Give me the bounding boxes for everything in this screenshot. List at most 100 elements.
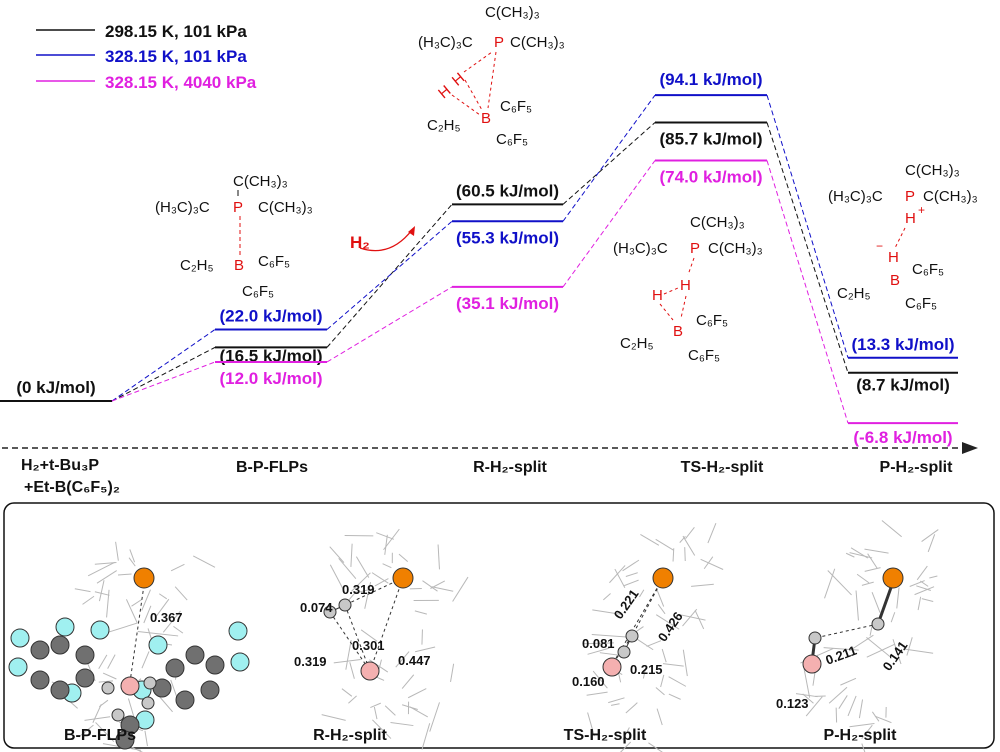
atom-H bbox=[101, 681, 115, 695]
wireframe-bond bbox=[881, 520, 902, 538]
atom-F bbox=[55, 617, 75, 637]
wireframe-bond bbox=[87, 561, 115, 577]
legend-label: 328.15 K, 4040 kPa bbox=[105, 73, 257, 92]
wireframe-bond bbox=[927, 534, 936, 553]
wireframe-bond bbox=[914, 586, 935, 596]
panel-title: B-P-FLPs bbox=[64, 727, 136, 744]
chem-label: C₂H₅ bbox=[620, 335, 654, 352]
distance-label: 0.160 bbox=[572, 674, 605, 689]
atom-H bbox=[141, 696, 155, 710]
wireframe-bond bbox=[321, 714, 346, 721]
wireframe-bond bbox=[909, 580, 925, 587]
wireframe-bond bbox=[155, 598, 170, 618]
wireframe-bond bbox=[682, 535, 696, 556]
wireframe-bond bbox=[173, 625, 184, 634]
wireframe-bond bbox=[369, 659, 389, 673]
atom-H bbox=[111, 708, 125, 722]
wireframe-bond bbox=[96, 570, 117, 584]
wireframe-bond bbox=[422, 580, 438, 592]
chem-label: (H₃C)₃C bbox=[155, 199, 210, 216]
panel-title: TS-H₂-split bbox=[564, 727, 647, 744]
wireframe-bond bbox=[921, 598, 934, 602]
wireframe-bond bbox=[407, 688, 427, 699]
wireframe-bond bbox=[128, 557, 136, 567]
chem-atom-H: H bbox=[888, 249, 899, 266]
wireframe-bond bbox=[867, 553, 878, 569]
chem-label: C(CH₃)₃ bbox=[258, 199, 313, 216]
wireframe-bond bbox=[421, 723, 431, 750]
connector-line bbox=[111, 329, 216, 402]
atom-C bbox=[115, 730, 135, 750]
energy-label: (60.5 kJ/mol) bbox=[456, 181, 559, 200]
atom-F bbox=[148, 635, 168, 655]
chem-label: C₂H₅ bbox=[427, 117, 461, 134]
chem-label: C₂H₅ bbox=[180, 257, 214, 274]
wireframe-bond bbox=[338, 557, 357, 580]
wireframe-bond bbox=[609, 565, 626, 584]
energy-label: (12.0 kJ/mol) bbox=[220, 369, 323, 388]
wireframe-bond bbox=[892, 639, 902, 665]
wireframe-bond bbox=[916, 565, 928, 581]
wireframe-bond bbox=[401, 674, 415, 689]
structure-p-h2-split: C(CH₃)₃ (H₃C)₃C P C(CH₃)₃ H + H − C₂H₅ B… bbox=[828, 162, 978, 312]
atom-C bbox=[185, 645, 205, 665]
distance-label: 0.141 bbox=[880, 638, 911, 673]
wireframe-bond bbox=[694, 610, 705, 630]
connector-line bbox=[766, 95, 849, 358]
arrow-head-icon bbox=[408, 226, 415, 236]
wireframe-bond bbox=[162, 610, 181, 633]
distance-label: 0.074 bbox=[300, 600, 333, 615]
chem-atom-B: B bbox=[890, 272, 900, 289]
wireframe-bond bbox=[856, 573, 870, 584]
wireframe-bond bbox=[193, 555, 216, 568]
wireframe-bond bbox=[345, 640, 352, 670]
atom-C bbox=[75, 645, 95, 665]
wireframe-bond bbox=[874, 715, 892, 724]
wireframe-bond bbox=[137, 631, 179, 637]
structure-bp-flp: C(CH₃)₃ (H₃C)₃C P C(CH₃)₃ C₂H₅ B C₆F₅ C₆… bbox=[155, 173, 313, 300]
energy-label: (16.5 kJ/mol) bbox=[220, 346, 323, 365]
wireframe-bond bbox=[350, 543, 353, 567]
wireframe-bond bbox=[864, 548, 889, 554]
wireframe-bond bbox=[349, 662, 355, 679]
chem-atom-H: H bbox=[449, 70, 468, 90]
atom-B bbox=[360, 661, 380, 681]
wireframe-bond bbox=[409, 706, 429, 718]
chem-atom-P: P bbox=[494, 34, 504, 51]
wireframe-bond bbox=[147, 628, 152, 639]
chem-atom-B: B bbox=[481, 110, 491, 127]
chem-atom-P: P bbox=[905, 188, 915, 205]
wireframe-bond bbox=[805, 696, 823, 717]
chem-label: C₆F₅ bbox=[242, 283, 274, 300]
chem-label: C₆F₅ bbox=[688, 347, 720, 364]
atom-C bbox=[75, 668, 95, 688]
wireframe-bond bbox=[125, 599, 138, 624]
geometry-r-h2-split bbox=[329, 577, 404, 672]
chem-label: C₆F₅ bbox=[258, 253, 290, 270]
wireframe-bond bbox=[838, 695, 848, 709]
wireframe-bond bbox=[82, 595, 95, 605]
distance-label: 0.447 bbox=[398, 653, 431, 668]
category-label: P-H₂-split bbox=[880, 459, 954, 476]
geometry-bp-flp: 0.367 B-P-FLPs bbox=[8, 567, 250, 750]
distance-label: 0.367 bbox=[150, 610, 183, 625]
atom-C bbox=[50, 680, 70, 700]
category-label: H₂+t-Bu₃P bbox=[21, 457, 99, 474]
wireframe-bond bbox=[159, 696, 173, 713]
wireframe-bond bbox=[398, 553, 409, 562]
wireframe-bond bbox=[896, 587, 900, 609]
structure-r-h2-split: C(CH₃)₃ (H₃C)₃C P C(CH₃)₃ H H C₂H₅ B C₆F… bbox=[418, 4, 565, 148]
atom-H bbox=[617, 645, 631, 659]
wireframe-bond bbox=[655, 687, 665, 696]
wireframe-bond bbox=[646, 640, 662, 647]
legend: 298.15 K, 101 kPa 328.15 K, 101 kPa 328.… bbox=[36, 22, 257, 92]
connector-line bbox=[766, 160, 849, 424]
wireframe-bond bbox=[582, 642, 614, 645]
connector-line bbox=[562, 122, 656, 205]
wireframe-bond bbox=[355, 556, 370, 578]
wireframe-bond bbox=[374, 578, 389, 587]
chem-label: C₆F₅ bbox=[905, 295, 937, 312]
chem-atom-H: H bbox=[680, 277, 691, 294]
wireframe-bond bbox=[685, 526, 695, 539]
atom-C bbox=[175, 690, 195, 710]
